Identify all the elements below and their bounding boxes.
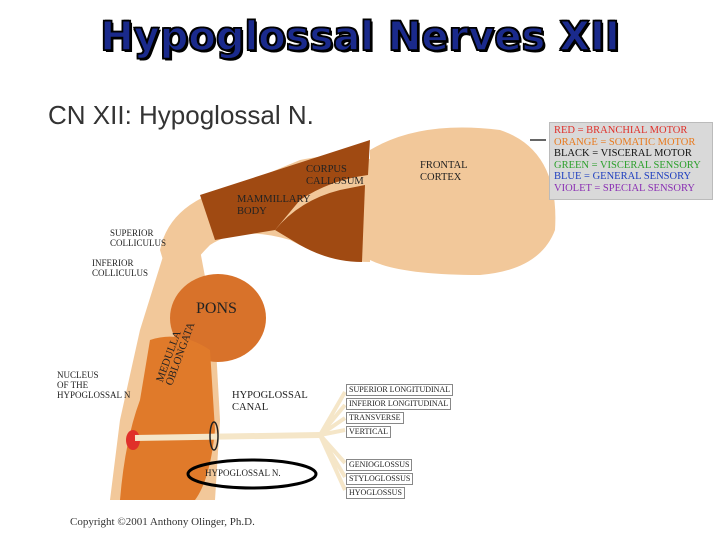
legend-entry: GREEN = VISCERAL SENSORY xyxy=(554,159,701,171)
legend-entry: BLUE = GENERAL SENSORY xyxy=(554,171,692,182)
label-inferior-colliculus: INFERIOR COLLICULUS xyxy=(92,258,148,278)
branch-label: SUPERIOR LONGITUDINAL xyxy=(346,384,454,396)
medulla-shape xyxy=(120,336,215,500)
legend-entry: BLACK = VISCERAL MOTOR xyxy=(554,148,692,159)
slide-title: Hypoglossal Nerves XII xyxy=(99,13,620,61)
branch-label: VERTICAL xyxy=(346,426,392,438)
mammillary-shape xyxy=(275,185,365,262)
label-hypoglossal-n: HYPOGLOSSAL N. xyxy=(205,468,281,478)
branch-label: TRANSVERSE xyxy=(346,412,404,424)
nerve-branches xyxy=(318,390,347,491)
copyright: Copyright ©2001 Anthony Olinger, Ph.D. xyxy=(70,516,255,528)
frontal-cortex-shape xyxy=(370,127,556,275)
legend-entry: VIOLET = SPECIAL SENSORY xyxy=(554,182,695,194)
branch-label: GENIOGLOSSUS xyxy=(346,459,413,471)
label-superior-colliculus: SUPERIOR COLLICULUS xyxy=(110,228,166,248)
label-frontal-cortex: FRONTAL CORTEX xyxy=(420,160,468,183)
label-nucleus: NUCLEUS OF THE HYPOGLOSSAL N xyxy=(57,370,131,400)
corpus-callosum-shape xyxy=(200,140,370,240)
label-hypoglossal-canal: HYPOGLOSSAL CANAL xyxy=(232,390,308,413)
pons-shape xyxy=(170,274,266,362)
label-mammillary-body: MAMMILLARY BODY xyxy=(237,194,311,217)
figure-title: CN XII: Hypoglossal N. xyxy=(48,100,314,130)
branch-label: INFERIOR LONGITUDINAL xyxy=(346,398,452,410)
highlight-oval xyxy=(186,458,318,490)
branch-label: STYLOGLOSSUS xyxy=(346,473,414,485)
label-corpus-callosum: CORPUS CALLOSUM xyxy=(306,164,364,187)
legend-entry: ORANGE = SOMATIC MOTOR xyxy=(554,136,696,148)
legend-entry: RED = BRANCHIAL MOTOR xyxy=(554,125,688,136)
label-pons: PONS xyxy=(196,300,237,317)
branch-label: HYOGLOSSUS xyxy=(346,487,405,499)
color-legend: RED = BRANCHIAL MOTOR ORANGE = SOMATIC M… xyxy=(549,122,713,200)
hypoglossal-nerve-path xyxy=(134,432,321,441)
canal-ring xyxy=(209,421,219,451)
